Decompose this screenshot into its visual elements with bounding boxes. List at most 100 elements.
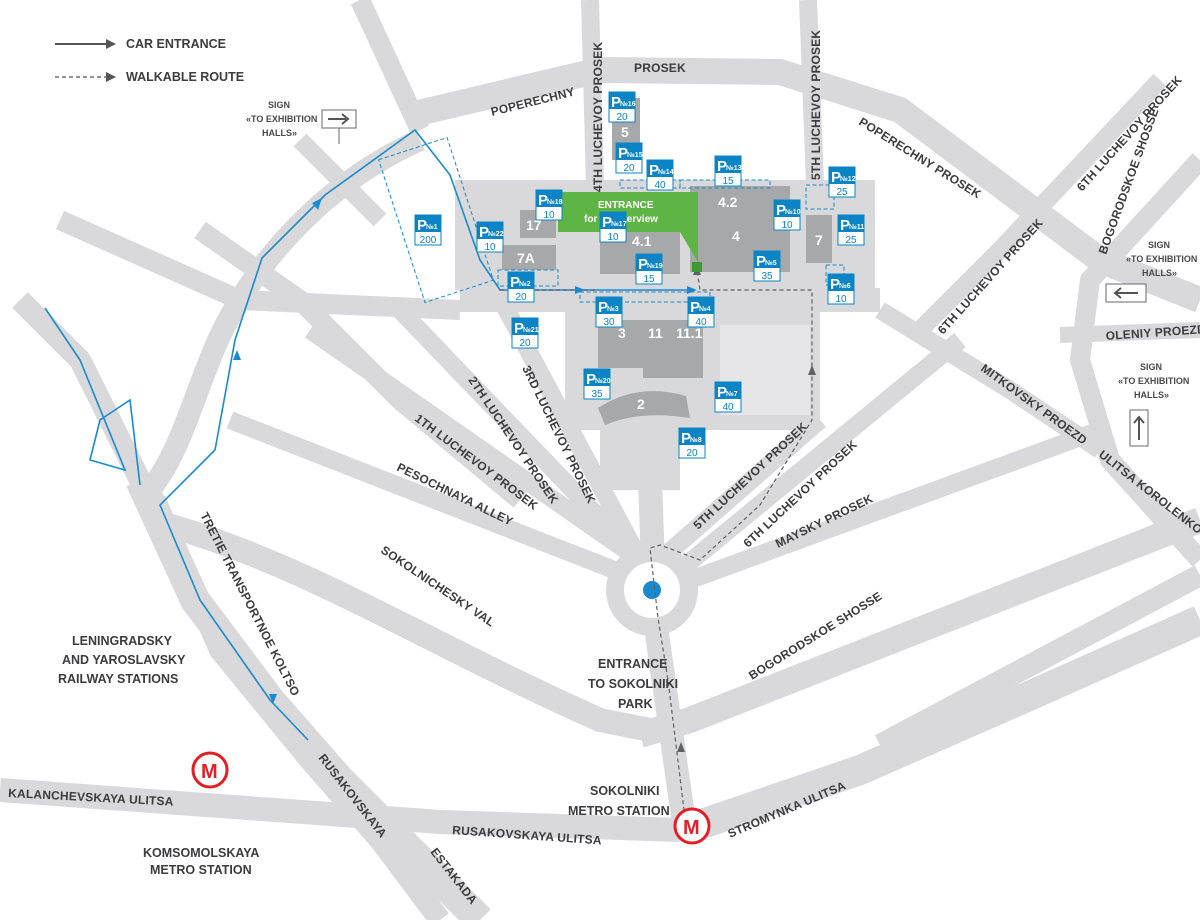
railway-label-line-3: RAILWAY STATIONS <box>58 672 178 686</box>
metro-icon <box>673 807 711 845</box>
road-kalanchevskaya <box>0 778 681 842</box>
komsomolskaya-metro-line-1: KOMSOMOLSKAYA <box>143 846 259 860</box>
road-maysky <box>686 421 1104 589</box>
entrance-title: ENTRANCE <box>598 200 654 211</box>
building-5-label: 5 <box>621 124 629 140</box>
building-7a <box>502 245 556 270</box>
parking-capacity: 25 <box>836 187 848 198</box>
parking-icon: P <box>681 430 691 447</box>
parking-capacity: 10 <box>607 232 619 243</box>
arrow-right-icon <box>328 113 350 125</box>
street-korolenko: ULITSA KOROLENKO <box>1096 447 1200 536</box>
parking-sign-header <box>415 215 441 232</box>
sign-line-1: «TO EXHIBITION <box>1118 376 1189 386</box>
parking-capacity: 10 <box>543 210 555 221</box>
lot-4-outline <box>579 291 711 303</box>
sign-right-bottom: SIGN «TO EXHIBITION HALLS» <box>1118 362 1189 447</box>
sokolniki-metro-line-2: METRO STATION <box>568 804 670 818</box>
parking-capacity: 40 <box>654 180 666 191</box>
building-4-2-label: 4.2 <box>718 194 738 210</box>
building-2-label: 2 <box>637 396 645 412</box>
parking-icon: P <box>831 169 841 186</box>
sign-title: SIGN <box>1148 240 1170 250</box>
parking-sign-header <box>477 222 503 239</box>
road-mitkovsky <box>875 302 1105 458</box>
walk-route-south <box>649 269 813 819</box>
building-7a-label: 7A <box>517 250 535 266</box>
railway-label-line-1: LENINGRADSKY <box>72 634 173 648</box>
metro-icon <box>191 751 229 789</box>
car-arrow-4 <box>312 198 322 210</box>
place-labels: LENINGRADSKY AND YAROSLAVSKY RAILWAY STA… <box>58 634 678 877</box>
parking-number: №10 <box>785 208 801 216</box>
legend-car-arrow <box>106 39 116 49</box>
parking-icon: P <box>514 320 524 337</box>
car-route-ring <box>159 128 690 741</box>
parking-number: №17 <box>611 220 627 228</box>
road-5th-luchevoy <box>799 0 824 186</box>
metro-sokolniki: M <box>673 807 711 845</box>
building-4-1-label: 4.1 <box>632 233 652 249</box>
parking-capacity: 20 <box>616 112 628 123</box>
building-11-label: 11 <box>648 325 663 341</box>
legend: CAR ENTRANCE WALKABLE ROUTE <box>55 37 244 84</box>
street-5th-luchevoy-top: 5TH LUCHEVOY PROSEK <box>809 30 823 180</box>
sign-line-2: HALLS» <box>1134 390 1169 400</box>
lot-13-outline <box>679 179 771 189</box>
street-oleniy: OLENIY PROEZD <box>1105 322 1200 343</box>
building-7-label: 7 <box>815 232 823 248</box>
parking-sign-header <box>596 297 622 314</box>
road-6th-luchevoy-top <box>913 73 1167 337</box>
parking-sign-header <box>584 369 610 386</box>
road-1st-luchevoy <box>304 322 646 568</box>
parking-sign-header <box>715 156 741 173</box>
parking-number: №6 <box>839 282 851 290</box>
car-arrow-2 <box>687 286 697 294</box>
parking-icon: P <box>830 276 840 293</box>
parking-number: №20 <box>595 377 611 385</box>
sign-left: SIGN «TO EXHIBITION HALLS» <box>246 100 357 144</box>
building-2 <box>598 391 690 425</box>
park-entrance-line-3: PARK <box>618 697 653 711</box>
sign-title: SIGN <box>268 100 290 110</box>
car-route-west <box>44 307 141 486</box>
parking-icon: P <box>717 384 727 401</box>
parking-capacity: 200 <box>420 235 437 246</box>
parking-capacity: 40 <box>722 402 734 413</box>
park-entrance-line-1: ENTRANCE <box>598 657 667 671</box>
road-pesochnaya <box>226 411 644 589</box>
parking-number: №16 <box>620 100 636 108</box>
road-stromynka <box>685 606 1200 843</box>
parking-icon: P <box>510 274 520 291</box>
buildings: 5 17 7A 4.1 4.2 4 7 3 11 11.1 2 <box>502 98 832 425</box>
parking-icon: P <box>717 158 727 175</box>
street-4th-luchevoy: 4TH LUCHEVOY PROSEK <box>591 42 605 192</box>
street-6th-luchevoy-mid: 6TH LUCHEVOY PROSEK <box>935 216 1046 337</box>
entrance-marker <box>692 262 702 272</box>
parking-sign-header <box>715 382 741 399</box>
road-oleniy <box>1059 322 1200 343</box>
parking-capacity: 35 <box>761 271 773 282</box>
parking-number: №7 <box>726 390 738 398</box>
parking-capacity: 40 <box>695 317 707 328</box>
legend-walk-label: WALKABLE ROUTE <box>126 70 244 84</box>
parking-number: №12 <box>840 175 856 183</box>
parking-capacity: 10 <box>835 294 847 305</box>
parking-sign-header <box>838 215 864 232</box>
parking-number: №21 <box>523 326 539 334</box>
parking-icon: P <box>638 256 648 273</box>
roundabout <box>606 544 698 636</box>
